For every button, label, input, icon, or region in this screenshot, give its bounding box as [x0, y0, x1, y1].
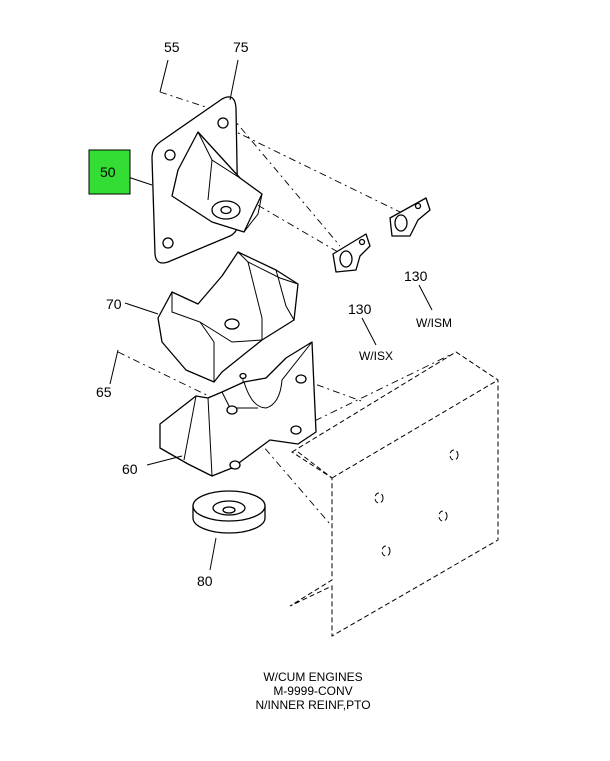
part-130-clip-isx [332, 233, 371, 273]
callout-130-ism[interactable]: 130 [404, 268, 428, 284]
callout-65[interactable]: 65 [96, 384, 112, 400]
callout-70[interactable]: 70 [106, 296, 122, 312]
callout-75[interactable]: 75 [233, 39, 249, 55]
frame-bracket [289, 351, 499, 637]
part-70-insulator [157, 251, 299, 383]
note-wism: W/ISM [416, 316, 452, 330]
caption-line-2: M-9999-CONV [273, 684, 352, 698]
note-wisx: W/ISX [359, 349, 393, 363]
part-130-clip-ism [389, 197, 431, 237]
callout-80[interactable]: 80 [197, 573, 213, 589]
callout-60[interactable]: 60 [122, 461, 138, 477]
part-80-washer [192, 490, 266, 534]
caption-line-1: W/CUM ENGINES [263, 670, 362, 684]
callout-50[interactable]: 50 [100, 164, 116, 180]
part-60-lower-bracket [159, 341, 317, 477]
callout-55[interactable]: 55 [164, 39, 180, 55]
highlight-box-50[interactable] [88, 149, 131, 195]
leader-lines [109, 59, 433, 571]
callout-130-isx[interactable]: 130 [348, 301, 372, 317]
part-50-upper-bracket [151, 96, 263, 264]
caption-line-3: N/INNER REINF,PTO [255, 698, 370, 712]
